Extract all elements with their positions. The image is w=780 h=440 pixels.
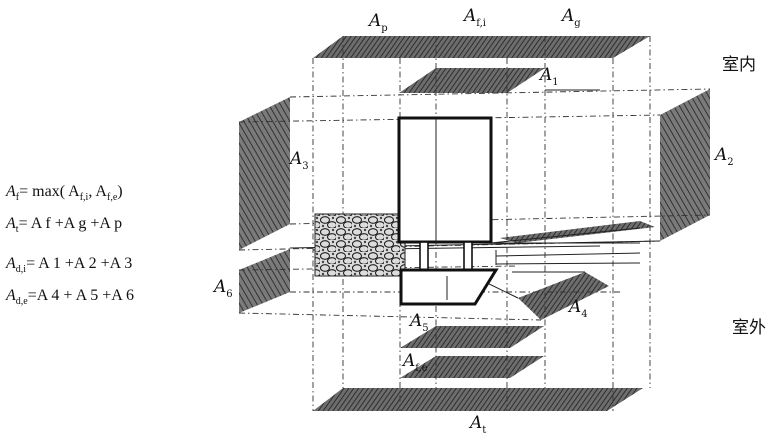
- equation-Af: Af= max( Af,i, Af,e): [5, 183, 123, 203]
- insulation-block: [314, 213, 406, 277]
- top-plane-At: [313, 36, 650, 58]
- plane-A6: [239, 249, 290, 313]
- label-Ag: Ag: [560, 6, 581, 29]
- label-Afi: Af,i: [462, 6, 486, 29]
- label-At: At: [468, 413, 486, 436]
- lower-frame-section: [399, 268, 499, 306]
- equation-Ade: Ad,e=A 4 + A 5 +A 6: [5, 287, 134, 307]
- equations: Af= max( Af,i, Af,e) At= A f +A g +A p A…: [5, 183, 134, 307]
- bottom-plane-At: [313, 388, 643, 411]
- label-Afe: Af,e: [401, 351, 428, 374]
- outdoor-label: 室外: [732, 318, 766, 338]
- label-A1: A1: [538, 65, 559, 88]
- mullion-left: [419, 241, 429, 271]
- plane-A4: [518, 272, 609, 320]
- equation-At: At= A f +A g +A p: [5, 215, 122, 235]
- mullion-right: [463, 241, 473, 271]
- equation-Adi: Ad,i= A 1 +A 2 +A 3: [5, 255, 132, 275]
- indoor-label: 室内: [722, 55, 756, 75]
- sill-plane: [500, 221, 655, 243]
- label-A4: A4: [567, 297, 588, 320]
- plane-A1: [399, 68, 545, 93]
- side-plane-A3: [239, 97, 290, 250]
- side-plane-A2: [660, 89, 710, 241]
- upper-frame-section: [397, 116, 493, 244]
- label-A3: A3: [288, 149, 309, 172]
- label-A2: A2: [713, 145, 734, 168]
- label-A6: A6: [212, 277, 233, 300]
- label-A5: A5: [408, 311, 429, 334]
- label-Ap: Ap: [367, 11, 388, 34]
